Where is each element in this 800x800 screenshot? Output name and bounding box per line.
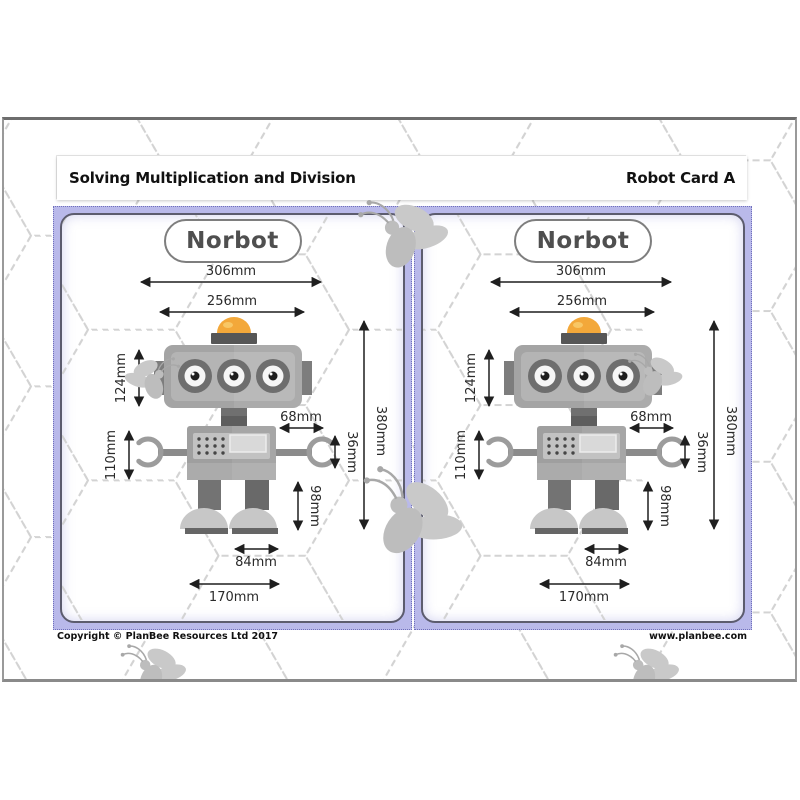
robot-card-right: Norbot [414,206,752,630]
header-band: Solving Multiplication and Division Robo… [57,156,747,200]
foot-base-left [185,528,228,534]
dim-label-leg-height: 98mm [307,485,322,527]
dim-label-foot-width: 84mm [235,555,277,570]
robot-foot-right [229,508,277,529]
robot-claw-left [486,436,514,468]
dim-label-head-width: 256mm [207,294,257,309]
dim-label-head-width: 256mm [557,294,607,309]
copyright-text: Copyright © PlanBee Resources Ltd 2017 [57,631,279,642]
robot-eyes [528,359,640,393]
robot-card-left: Norbot [53,206,412,630]
dim-label-claw-height: 36mm [344,431,359,473]
foot-base-left [535,528,578,534]
robot-dome-light [217,317,251,333]
robot-illustration [136,317,334,534]
robot-name: Norbot [536,228,630,254]
robot-foot-right [579,508,627,529]
robot-leg-left [548,480,571,510]
robot-ear-left [504,361,515,395]
robot-leg-right [595,480,619,510]
robot-name-pill: Norbot [163,219,302,263]
card-set-label: Robot Card A [626,169,735,187]
dome-base [561,333,607,344]
robot-foot-left [180,508,228,529]
dim-label-head-height: 124mm [464,353,479,403]
robot-eyes [178,359,290,393]
robot-claw-right [656,436,684,468]
dim-label-overall-height: 380mm [373,406,388,456]
dim-label-stance-width: 170mm [209,590,259,605]
panel-screen [579,434,617,453]
dim-label-body-height: 110mm [454,430,469,480]
robot-foot-left [530,508,578,529]
panel-screen [229,434,267,453]
dim-label-arm-length: 68mm [630,410,672,425]
dome-highlight [223,322,233,328]
foot-base-right [582,528,628,534]
neck-stripe [221,408,247,416]
robot-ear-right [651,361,662,395]
dim-label-overall-height: 380mm [723,406,738,456]
robot-ear-right [301,361,312,395]
dim-label-overall-width: 306mm [206,264,256,279]
bee-watermark-icon [611,635,685,679]
footer-band: Copyright © PlanBee Resources Ltd 2017 w… [57,631,747,642]
robot-leg-left [198,480,221,510]
bee-watermark-icon [118,635,192,679]
dome-base [211,333,257,344]
dim-label-leg-height: 98mm [657,485,672,527]
robot-illustration [486,317,684,534]
dim-label-stance-width: 170mm [559,590,609,605]
robot-name-pill: Norbot [514,219,652,263]
worksheet-page: Solving Multiplication and Division Robo… [2,117,797,682]
dim-label-body-height: 110mm [104,430,119,480]
robot-diagram: 306mm 256mm 124mm 110mm 68mm 36mm 380mm … [104,264,388,605]
robot-dome-light [567,317,601,333]
website-text: www.planbee.com [649,631,747,642]
dim-label-claw-height: 36mm [694,431,709,473]
dim-label-foot-width: 84mm [585,555,627,570]
dome-highlight [573,322,583,328]
robot-name: Norbot [186,228,279,254]
robot-ear-left [154,361,165,395]
neck-stripe [571,408,597,416]
robot-leg-right [245,480,269,510]
robot-diagram: 306mm 256mm 124mm 110mm 68mm 36mm 380mm … [454,264,738,605]
robot-claw-right [306,436,334,468]
worksheet-title: Solving Multiplication and Division [69,169,356,187]
dim-label-head-height: 124mm [114,353,129,403]
dim-label-arm-length: 68mm [280,410,322,425]
robot-claw-left [136,436,164,468]
foot-base-right [232,528,278,534]
dim-label-overall-width: 306mm [556,264,606,279]
